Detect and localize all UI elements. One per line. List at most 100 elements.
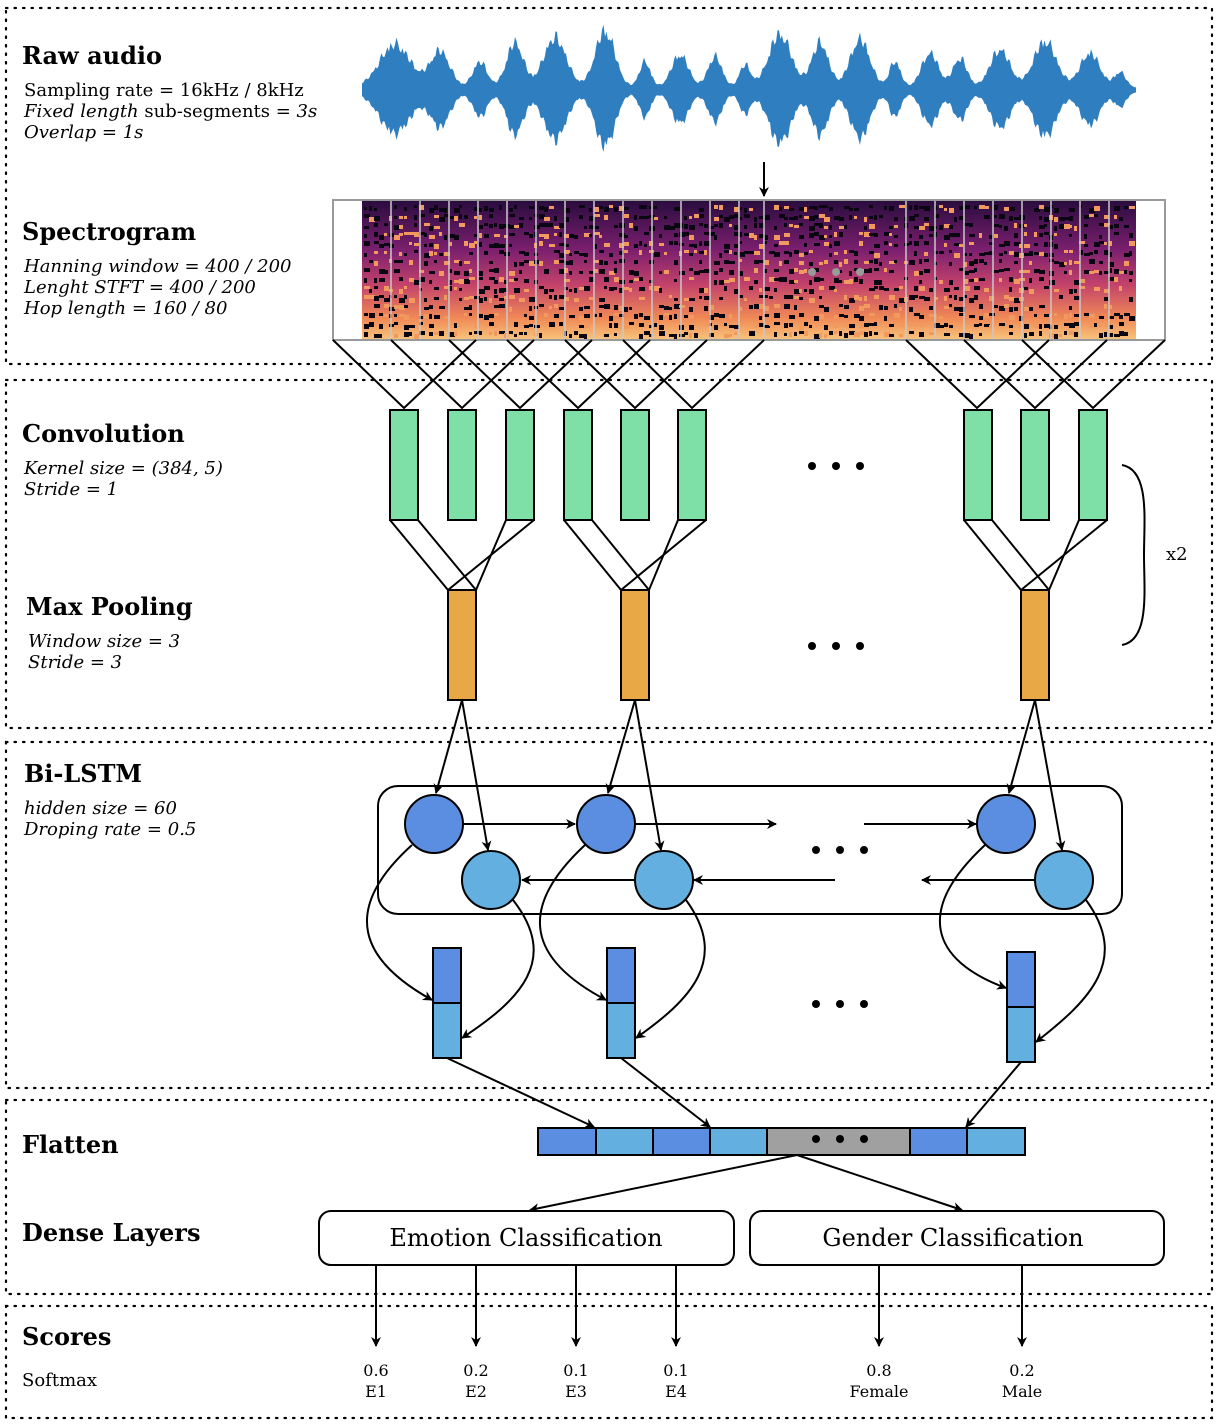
spectrogram-pixel bbox=[664, 252, 667, 255]
spectrogram-pixel bbox=[419, 270, 424, 273]
spectrogram-pixel bbox=[874, 259, 878, 264]
spectrogram-pixel bbox=[814, 334, 820, 339]
spectrogram-pixel bbox=[759, 234, 765, 238]
spectrogram-pixel bbox=[764, 269, 767, 273]
spectrogram-pixel bbox=[629, 280, 633, 283]
spectrogram-pixel bbox=[819, 205, 825, 208]
spectrogram-pixel bbox=[639, 241, 642, 246]
score-value: 0.2 bbox=[463, 1361, 488, 1380]
spectrogram-pixel bbox=[459, 261, 462, 266]
spectrogram-pixel bbox=[434, 315, 440, 319]
spectrogram-pixel bbox=[959, 307, 965, 312]
spectrogram-pixel bbox=[884, 232, 890, 236]
spectrogram-pixel bbox=[584, 314, 590, 318]
spectrogram-pixel bbox=[654, 252, 660, 257]
spectrogram-pixel bbox=[429, 226, 433, 231]
spectrogram-pixel bbox=[434, 252, 437, 255]
spectrogram-pixel bbox=[739, 271, 743, 276]
spectrogram-pixel bbox=[554, 260, 559, 264]
spectrogram-pixel bbox=[779, 277, 784, 282]
spectrogram-pixel bbox=[724, 260, 729, 264]
spectrogram-pixel bbox=[404, 232, 410, 235]
spectrogram-pixel bbox=[394, 322, 398, 325]
spectrogram-pixel bbox=[1039, 324, 1042, 329]
spectrogram-pixel bbox=[719, 215, 723, 218]
spectrogram-pixel bbox=[464, 297, 469, 300]
spectrogram-pixel bbox=[364, 278, 367, 283]
raw-audio-title: Raw audio bbox=[22, 41, 162, 70]
spectrogram-pixel bbox=[824, 226, 828, 229]
pool-block bbox=[1020, 589, 1050, 701]
spectrogram-pixel bbox=[569, 289, 572, 292]
spectrogram-pixel bbox=[1074, 261, 1080, 264]
spectrogram-pixel bbox=[729, 261, 735, 264]
spectrogram-pixel bbox=[674, 298, 678, 301]
spectrogram-pixel bbox=[499, 205, 502, 210]
spectrogram-pixel bbox=[1024, 307, 1030, 311]
spectrogram-pixel bbox=[1009, 216, 1013, 221]
spectrogram-pixel bbox=[849, 208, 853, 211]
spectrogram-pixel bbox=[489, 277, 495, 280]
spectrogram-pixel bbox=[969, 223, 973, 227]
spectrogram-pixel bbox=[814, 215, 818, 219]
spectrogram-pixel bbox=[489, 332, 492, 335]
spectrogram-pixel bbox=[789, 315, 795, 319]
spectrogram-pixel bbox=[854, 216, 857, 219]
spectrogram-pixel bbox=[759, 288, 762, 292]
spectrogram-pixel bbox=[624, 235, 628, 238]
spectrogram-pixel bbox=[364, 332, 368, 337]
spectrogram-pixel bbox=[949, 233, 954, 237]
spectrogram-pixel bbox=[1054, 217, 1058, 222]
spectrogram-pixel bbox=[484, 206, 488, 211]
concat-backward bbox=[1006, 1006, 1036, 1063]
spectrogram-pixel bbox=[999, 269, 1004, 272]
spectrogram-pixel bbox=[914, 205, 918, 210]
score-values: 0.6 E1 0.2 E2 0.1 E3 0.1 E4 0.8 Female 0… bbox=[363, 1361, 1042, 1401]
spectrogram-pixel bbox=[779, 207, 782, 211]
spectrogram-pixel bbox=[959, 206, 963, 210]
spectrogram-pixel bbox=[1059, 262, 1065, 267]
spectrogram-pixel bbox=[919, 296, 925, 299]
spectrogram-pixel bbox=[1009, 251, 1014, 255]
spectrogram-pixel bbox=[824, 235, 827, 238]
spectrogram-pixel bbox=[974, 278, 978, 282]
spectrogram-pixel bbox=[414, 334, 419, 339]
spectrogram-pixel bbox=[1054, 244, 1058, 249]
spectrogram-pixel bbox=[584, 334, 587, 339]
spectrogram-pixel bbox=[419, 331, 425, 335]
spectrogram-pixel bbox=[374, 232, 378, 237]
spectrogram-pixel bbox=[764, 295, 768, 298]
spectrogram-pixel bbox=[1109, 305, 1112, 309]
spectrogram-pixel bbox=[839, 262, 842, 267]
spectrogram-pixel bbox=[689, 298, 695, 301]
spectrogram-pixel bbox=[794, 268, 798, 272]
spectrogram-pixel bbox=[479, 271, 483, 276]
spectrogram-pixel bbox=[614, 323, 618, 328]
spectrogram-pixel bbox=[1019, 244, 1022, 248]
spectrogram-pixel bbox=[754, 251, 760, 255]
spectrogram-pixel bbox=[1089, 214, 1094, 217]
spectrogram-pixel bbox=[944, 296, 947, 301]
spectrogram-pixel bbox=[444, 208, 447, 213]
spectrogram-pixel bbox=[789, 269, 794, 274]
spectrogram-pixel bbox=[719, 268, 723, 272]
spectrogram-pixel bbox=[1089, 208, 1095, 213]
spectrogram-pixel bbox=[674, 241, 678, 245]
spectrogram-pixel bbox=[839, 331, 842, 336]
spectrogram-pixel bbox=[679, 271, 685, 275]
spectrogram-pixel bbox=[1054, 313, 1057, 316]
spectrogram-pixel bbox=[764, 235, 768, 240]
spectrogram-pixel bbox=[744, 225, 747, 229]
spectrogram-pixel bbox=[839, 232, 843, 237]
spectrogram-pixel bbox=[414, 215, 417, 220]
spectrogram-pixel bbox=[999, 259, 1002, 263]
spectrogram-pixel bbox=[774, 235, 780, 240]
spectrogram-pixel bbox=[464, 215, 468, 219]
spectrogram-pixel bbox=[894, 288, 899, 291]
spectrogram-pixel bbox=[1104, 323, 1107, 327]
spectrogram-pixel bbox=[734, 225, 739, 230]
spectrogram-pixel bbox=[709, 305, 714, 310]
spectrogram-pixel bbox=[989, 251, 994, 255]
spectrogram-pixel bbox=[399, 305, 405, 310]
spectrogram-pixel bbox=[724, 286, 727, 291]
